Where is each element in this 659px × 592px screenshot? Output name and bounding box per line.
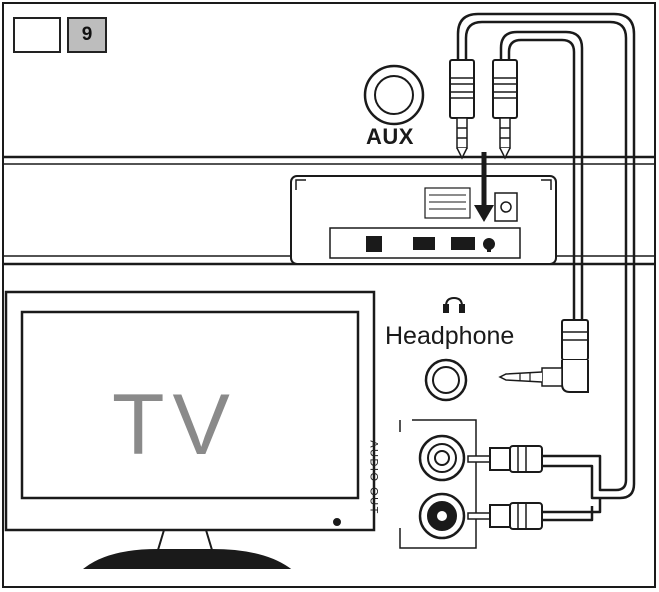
headphone-jack — [424, 358, 468, 402]
usb-port — [451, 237, 475, 250]
tv-screen — [20, 310, 360, 500]
audio-out-label: AUDIO OUT — [367, 440, 380, 515]
soundbar — [4, 155, 655, 266]
tv-stand — [156, 529, 214, 551]
tv-label: TV — [112, 377, 238, 473]
rca-plug-white — [467, 445, 543, 473]
headphone-icon — [443, 296, 465, 313]
rca-jack-red — [418, 492, 466, 540]
power-socket — [494, 192, 518, 222]
aux-jack-icon — [363, 64, 425, 126]
hdmi-port — [413, 237, 435, 250]
rating-label — [424, 187, 471, 219]
optical-port — [366, 236, 382, 252]
rca-jack-white — [418, 434, 466, 482]
aux-plug-left — [449, 59, 475, 160]
tv-set — [4, 290, 376, 569]
aux-label: AUX — [366, 124, 414, 149]
audio-cable — [456, 12, 636, 522]
tv-power-led — [333, 518, 341, 526]
image-icon-frame — [13, 17, 61, 53]
step-number-badge: 9 — [67, 17, 107, 53]
rca-plug-red — [467, 502, 543, 530]
insert-arrow — [474, 152, 494, 222]
port-strip — [329, 227, 521, 259]
tv-bezel — [4, 290, 376, 532]
headphone-label: Headphone — [385, 322, 515, 350]
audio-out-panel — [399, 419, 477, 549]
right-angle-plug — [498, 319, 589, 393]
aux-plug-right — [492, 59, 518, 160]
